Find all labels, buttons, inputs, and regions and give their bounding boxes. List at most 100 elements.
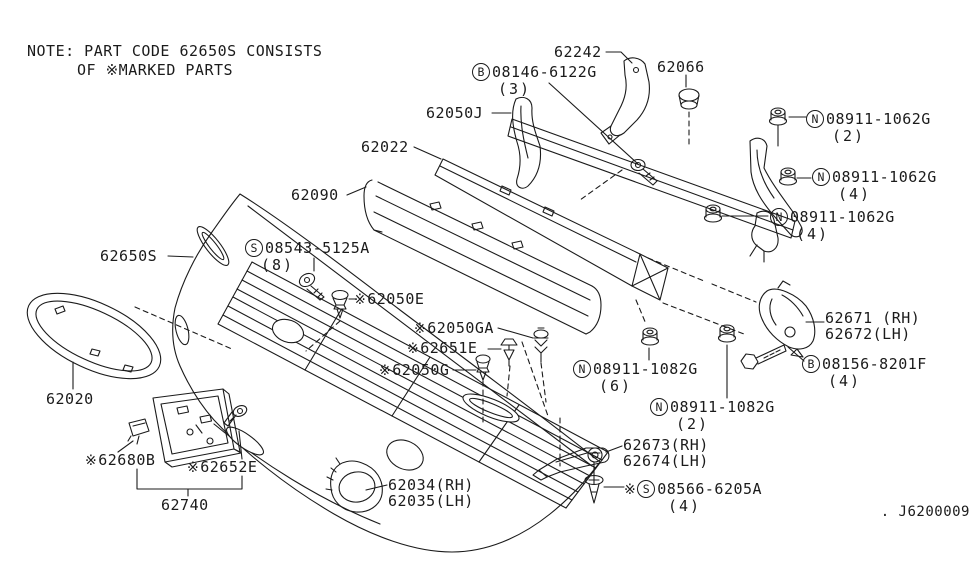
screw-62652e (223, 405, 248, 427)
stay-bracket-right (749, 137, 803, 238)
part-label-62650S: 62650S (100, 248, 157, 265)
star-mark: ※ (85, 453, 98, 469)
flange-nuts (640, 107, 798, 346)
circled-letter-N: N (650, 398, 668, 416)
circled-letter-N: N (770, 208, 788, 226)
part-number: 08911-1062G (790, 208, 895, 226)
part-label-62680B: ※62680B (85, 452, 155, 469)
part-number: 62672(LH) (825, 325, 911, 343)
screw-08146 (630, 158, 658, 186)
part-number: 62022 (361, 138, 409, 156)
circled-letter-N: N (573, 360, 591, 378)
part-label-62050G: ※62050G (379, 362, 449, 379)
quantity: (8) (261, 256, 295, 274)
part-label-62090: 62090 (291, 187, 339, 204)
star-mark: ※ (624, 482, 637, 498)
star-mark: ※ (379, 363, 392, 379)
bracket-62671 (758, 280, 816, 358)
bumper-fascia-62650s (172, 193, 609, 553)
circled-letter-N: N (806, 110, 824, 128)
diagram-id: . J6200009 (880, 504, 970, 520)
part-number: 62050E (367, 290, 425, 308)
star-mark: ※ (414, 321, 427, 337)
quantity: (3) (498, 80, 532, 98)
clip-62651e (500, 338, 518, 367)
part-label-62674-LH: 62674(LH) (623, 453, 709, 470)
leader-lines (72, 51, 825, 497)
quantity: (4) (796, 225, 830, 243)
part-number: 62034(RH) (388, 476, 474, 494)
part-number: 08911-1082G (593, 360, 698, 378)
note-text: NOTE: PART CODE 62650S CONSISTS OF ※MARK… (27, 42, 322, 80)
quantity: (2) (832, 127, 866, 145)
clip-62680b (127, 418, 150, 445)
part-number: 62674(LH) (623, 452, 709, 470)
part-label-62035-LH: 62035(LH) (388, 493, 474, 510)
bumper-reinforcement-62090 (363, 179, 602, 335)
part-label-62034-RH: 62034(RH) (388, 477, 474, 494)
part-number: 62050J (426, 104, 484, 122)
part-label-62050GA: ※62050GA (414, 320, 494, 337)
part-number: 62680B (98, 451, 156, 469)
part-label-62673-RH: 62673(RH) (623, 437, 709, 454)
bracket-62242 (600, 57, 650, 145)
circled-letter-S: S (637, 480, 656, 498)
dashed-lines (134, 111, 757, 467)
part-number: 08146-6122G (492, 63, 597, 81)
circled-letter-N: N (812, 168, 830, 186)
part-label-62672-LH: 62672(LH) (825, 326, 911, 343)
part-number: 62066 (657, 58, 705, 76)
note-line-1: NOTE: PART CODE 62650S CONSISTS (27, 42, 323, 60)
bolt-08156 (740, 344, 787, 370)
clip-62066 (678, 88, 700, 110)
screw-08543 (298, 272, 325, 301)
part-label-62050J: 62050J (426, 105, 483, 122)
clip-62050ga (533, 327, 549, 363)
part-number: 62020 (46, 390, 94, 408)
part-number: 62673(RH) (623, 436, 709, 454)
part-number: 62740 (161, 496, 209, 514)
part-label-62740: 62740 (161, 497, 209, 514)
part-number: 08911-1082G (670, 398, 775, 416)
part-number: 08911-1062G (826, 110, 931, 128)
part-label-62651E: ※62651E (407, 340, 477, 357)
part-label-62242: 62242 (554, 44, 602, 61)
part-label-62050E: ※62050E (354, 291, 424, 308)
screw-08566 (584, 461, 604, 504)
note-line-2: OF ※MARKED PARTS (77, 60, 234, 79)
part-label-62652E: ※62652E (187, 459, 257, 476)
star-mark: ※ (354, 292, 367, 308)
star-mark: ※ (407, 341, 420, 357)
part-label-62022: 62022 (361, 139, 409, 156)
fog-finisher-62034 (325, 457, 383, 513)
part-number: 08566-6205A (657, 480, 763, 498)
license-bracket-62740 (152, 388, 242, 468)
circled-letter-B: B (802, 355, 820, 373)
part-number: 62652E (200, 458, 258, 476)
quantity: (6) (599, 377, 633, 395)
grille-surround-62020 (26, 292, 162, 380)
part-label-62020: 62020 (46, 391, 94, 408)
part-label-62671-RH: 62671 (RH) (825, 310, 920, 327)
part-number: 62050GA (427, 319, 494, 337)
part-number: 62050G (392, 361, 450, 379)
bracket-lower-right (749, 210, 779, 263)
bracket-62050j (512, 96, 542, 189)
part-number: 62035(LH) (388, 492, 474, 510)
part-number: 08156-8201F (822, 355, 927, 373)
circled-letter-S: S (245, 239, 263, 257)
clip-62050g (475, 354, 491, 381)
part-number: 62651E (420, 339, 478, 357)
quantity: (2) (676, 415, 710, 433)
